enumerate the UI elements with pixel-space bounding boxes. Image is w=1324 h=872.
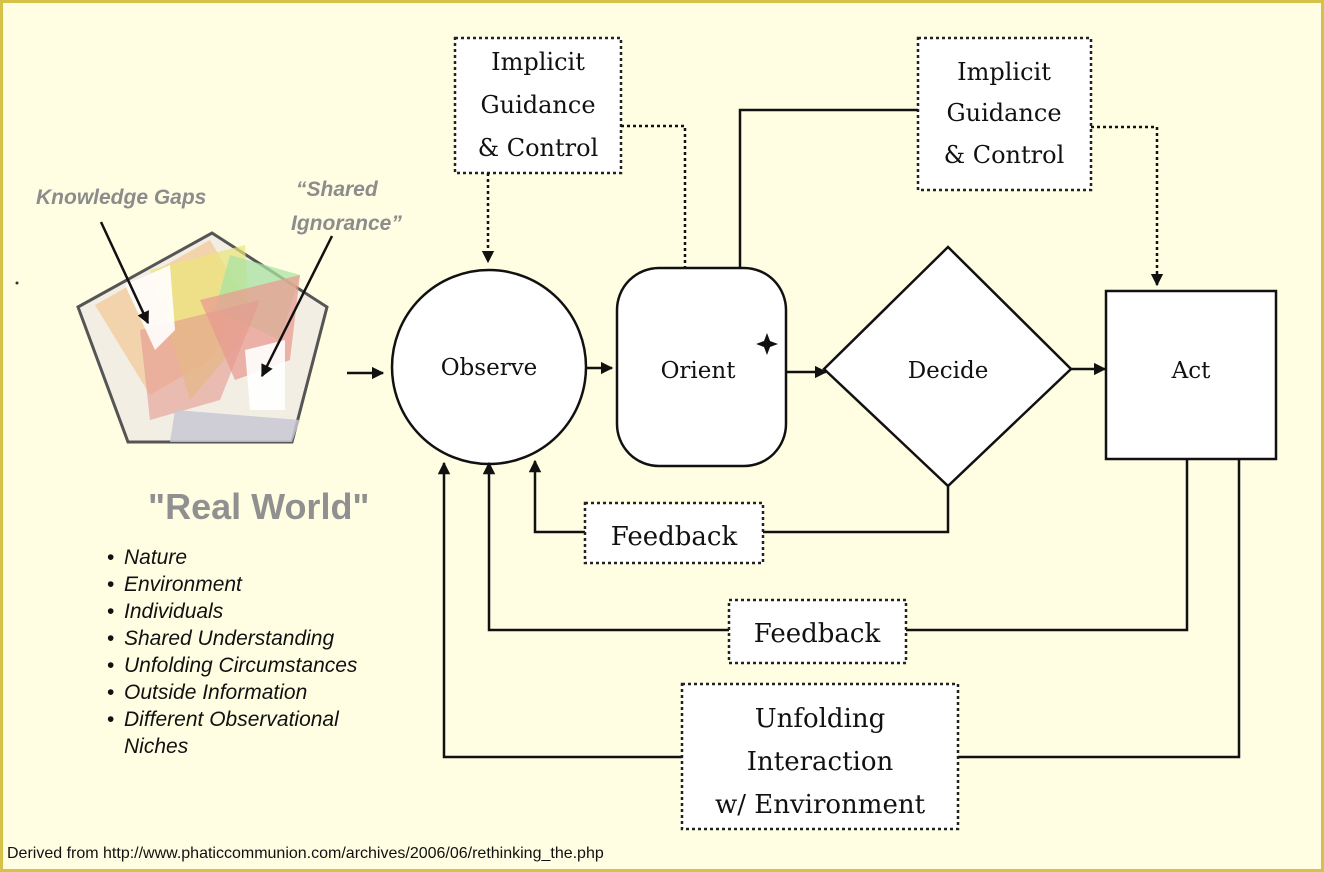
unfolding-interaction-box: Unfolding Interaction w/ Environment [680, 682, 960, 831]
feedback-box-decide: Feedback [583, 501, 765, 565]
list-item: Different Observational Niches [107, 706, 394, 760]
svg-text:Implicit: Implicit [491, 48, 585, 76]
shared-ignorance-label-line1: “Shared [296, 178, 379, 201]
svg-text:& Control: & Control [478, 134, 599, 162]
source-caption: Derived from http://www.phaticcommunion.… [7, 845, 604, 862]
svg-text:Guidance: Guidance [480, 91, 595, 119]
orient-star-icon [756, 333, 778, 355]
list-item: Outside Information [107, 679, 394, 706]
act-label: Act [1171, 358, 1211, 384]
real-world-title: "Real World" [148, 486, 370, 527]
observe-label: Observe [441, 355, 538, 381]
svg-text:w/ Environment: w/ Environment [715, 790, 926, 820]
shared-ignorance-label-line2: Ignorance” [291, 212, 402, 235]
orient-to-guidance-right-link [738, 108, 918, 268]
implicit-guidance-left: Implicit Guidance & Control [453, 36, 623, 175]
svg-text:Unfolding: Unfolding [755, 704, 886, 734]
stray-mark [15, 281, 19, 285]
svg-text:Interaction: Interaction [747, 747, 894, 777]
feedback-act-to-observe-arrow [482, 461, 729, 632]
list-item: Environment [107, 571, 394, 598]
decide-feedback-link [763, 486, 950, 534]
implicit-guidance-right: Implicit Guidance & Control [916, 36, 1093, 192]
svg-text:Feedback: Feedback [611, 522, 738, 552]
act-node [1104, 289, 1278, 461]
real-world-pentagon [76, 231, 329, 444]
real-world-list: Nature Environment Individuals Shared Un… [107, 544, 394, 760]
feedback-decide-to-observe-arrow [528, 459, 585, 534]
guidance-left-orient-link [621, 124, 687, 268]
orient-node [615, 266, 788, 468]
list-item: Individuals [107, 598, 394, 625]
feedback-box-act: Feedback [727, 598, 908, 665]
svg-text:Implicit: Implicit [957, 58, 1051, 86]
guidance-right-to-act-arrow [1091, 125, 1164, 287]
knowledge-gaps-pointer [99, 221, 150, 325]
act-feedback-link [906, 459, 1189, 632]
svg-text:& Control: & Control [944, 141, 1065, 169]
unfolding-to-observe-arrow [437, 461, 682, 759]
list-item: Nature [107, 544, 394, 571]
decide-label: Decide [908, 358, 989, 384]
list-item: Unfolding Circumstances [107, 652, 394, 679]
knowledge-gaps-label: Knowledge Gaps [36, 186, 206, 209]
act-unfolding-link [958, 459, 1241, 759]
orient-label: Orient [661, 358, 737, 384]
shared-ignorance-pointer [260, 235, 334, 378]
list-item: Shared Understanding [107, 625, 394, 652]
svg-text:Guidance: Guidance [946, 99, 1061, 127]
svg-text:Feedback: Feedback [754, 619, 881, 649]
